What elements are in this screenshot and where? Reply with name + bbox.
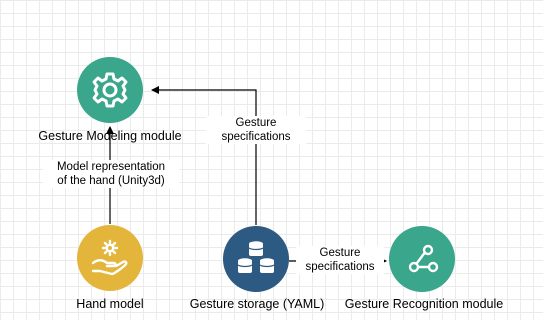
- storage-recognition-edge-label-line1: Gesture: [319, 247, 361, 259]
- storage-modeling-edge-label: Gesture specifications: [206, 116, 306, 144]
- hand-edge-label-line2: of the hand (Unity3d): [57, 175, 165, 187]
- network-icon: [408, 244, 439, 273]
- hand-edge-label: Model representation of the hand (Unity3…: [43, 160, 179, 188]
- modeling-node[interactable]: [77, 57, 143, 123]
- storage-modeling-edge-label-line1: Gesture: [235, 117, 277, 129]
- storage-recognition-edge-label-line2: specifications: [305, 261, 375, 273]
- storage-modeling-edge-label-line2: specifications: [221, 131, 291, 143]
- recognition-node[interactable]: [389, 226, 455, 292]
- recognition-label: Gesture Recognition module: [344, 297, 504, 311]
- hand-label: Hand model: [76, 297, 144, 311]
- storage-label: Gesture storage (YAML): [189, 297, 325, 311]
- storage-node[interactable]: [223, 226, 289, 292]
- hand-edge-label-line1: Model representation: [56, 161, 166, 173]
- edge-storage-to-modeling: [151, 86, 257, 225]
- gear-icon: [92, 72, 128, 108]
- storage-recognition-edge-label: Gesture specifications: [296, 246, 384, 274]
- hand-gear-icon: [91, 239, 128, 276]
- hand-node[interactable]: [77, 225, 143, 291]
- database-icon: [237, 241, 275, 273]
- modeling-label: Gesture Modeling module: [38, 129, 182, 143]
